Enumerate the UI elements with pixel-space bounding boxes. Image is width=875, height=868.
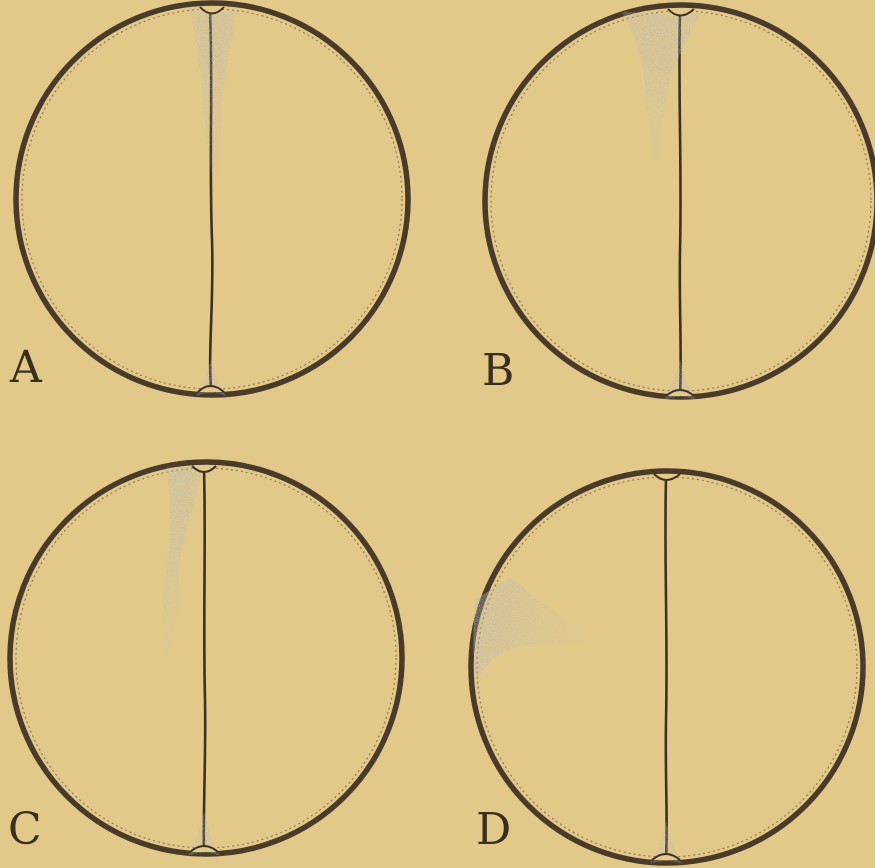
panel-label-a: A	[9, 342, 43, 393]
cleavage-furrow	[665, 478, 666, 860]
panel-label-c: C	[8, 804, 42, 855]
stippled-region	[473, 578, 598, 680]
panel-c: C	[8, 462, 402, 856]
cleavage-furrow	[204, 470, 205, 853]
cleavage-furrow	[679, 12, 680, 398]
panel-d: D	[471, 471, 863, 864]
panel-b: B	[482, 5, 875, 400]
stippled-region	[161, 467, 202, 659]
cell-membrane	[16, 468, 396, 848]
stippled-region	[622, 12, 700, 165]
stippled-region	[190, 8, 238, 185]
panel-label-b: B	[482, 345, 514, 396]
cell-outline	[10, 462, 402, 854]
upper-notch	[654, 474, 680, 480]
panel-a: A	[9, 3, 408, 396]
panel-label-d: D	[476, 804, 511, 855]
